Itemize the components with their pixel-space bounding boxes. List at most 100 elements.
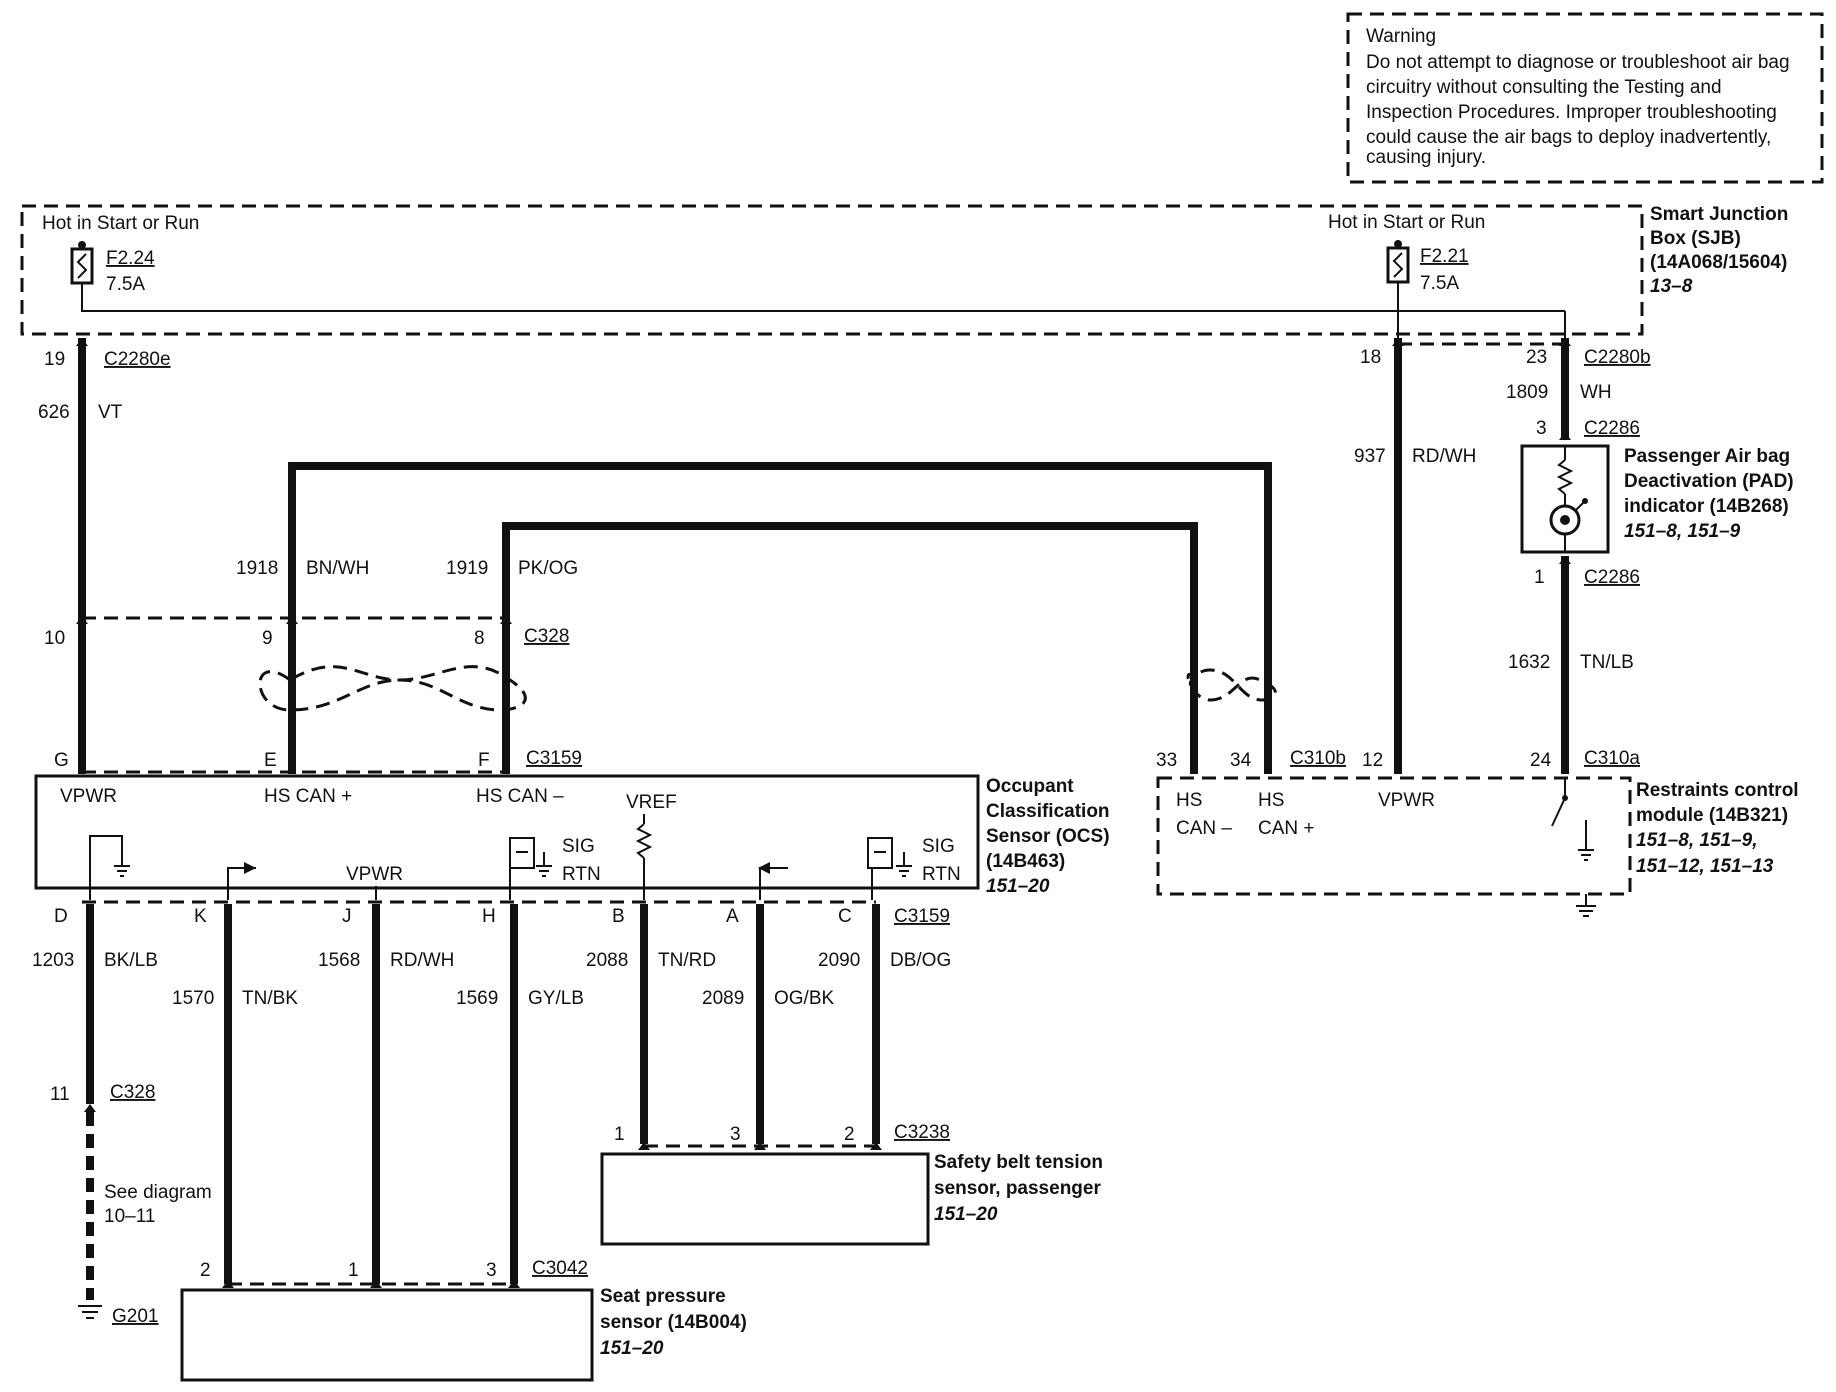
color-bklb: BK/LB	[104, 950, 158, 971]
color-gylb: GY/LB	[528, 988, 584, 1009]
fuse-left-rating: 7.5A	[106, 274, 145, 295]
pin-11: 11	[50, 1084, 70, 1105]
warning-line-4: could cause the air bags to deploy inadv…	[1366, 127, 1771, 148]
circuit-1918: 1918	[236, 558, 278, 579]
pin-K: K	[194, 906, 207, 927]
see-diagram-1: See diagram	[104, 1182, 212, 1203]
seat-pressure-sensor-box	[180, 1288, 594, 1382]
see-diagram-2: 10–11	[104, 1206, 155, 1227]
pin-34: 34	[1230, 750, 1252, 771]
color-tnbk: TN/BK	[242, 988, 298, 1009]
circuit-1919: 1919	[446, 558, 488, 579]
ocs-hs-can-plus: HS CAN +	[264, 786, 352, 807]
ocs-module: VPWR HS CAN + HS CAN – VREF VPWR SIG RTN…	[34, 774, 980, 900]
color-rdwh-2: RD/WH	[390, 950, 454, 971]
wire-937: 18 937 RD/WH	[1354, 338, 1476, 774]
circuit-1203: 1203	[32, 950, 74, 971]
wire-2089: 2089 OG/BK	[702, 904, 835, 1144]
ground-icon	[114, 865, 130, 877]
wire-1918: 1918 BN/WH	[236, 462, 1272, 774]
circuit-1809: 1809	[1506, 382, 1548, 403]
color-vt: VT	[98, 402, 123, 423]
pin-seat-1: 1	[348, 1260, 359, 1281]
pin-18: 18	[1360, 347, 1381, 368]
circuit-1569: 1569	[456, 988, 498, 1009]
pin-24: 24	[1530, 750, 1552, 771]
seat-name-2: sensor (14B004)	[600, 1312, 747, 1333]
belt-ref: 151–20	[934, 1204, 998, 1225]
belt-name-2: sensor, passenger	[934, 1178, 1101, 1199]
fuse-left-id: F2.24	[106, 248, 155, 269]
fuse-icon	[70, 241, 94, 285]
connector-g201: G201	[112, 1306, 158, 1327]
connector-c3159-bottom: C3159	[894, 906, 950, 927]
color-dbog: DB/OG	[890, 950, 951, 971]
ocs-rtn-1: RTN	[562, 864, 601, 885]
rcm-name-2: module (14B321)	[1636, 805, 1788, 826]
circuit-2088: 2088	[586, 950, 628, 971]
belt-name-1: Safety belt tension	[934, 1152, 1103, 1173]
warning-line-2: circuitry without consulting the Testing…	[1366, 77, 1722, 98]
pin-19: 19	[44, 349, 65, 370]
pad-indicator: Passenger Air bag Deactivation (PAD) ind…	[1520, 444, 1794, 554]
pad-ref: 151–8, 151–9	[1624, 521, 1741, 542]
wire-1570: 1570 TN/BK	[172, 904, 298, 1284]
connector-c3238: C3238	[894, 1122, 950, 1143]
warning-title: Warning	[1366, 26, 1436, 47]
wire-2090: 2090 DB/OG	[818, 904, 951, 1144]
circuit-626: 626	[38, 402, 70, 423]
color-rdwh: RD/WH	[1412, 446, 1476, 467]
rcm-hs-1: HS	[1176, 790, 1202, 811]
ocs-sig-1: SIG	[562, 836, 595, 857]
connector-c328-top: C328	[524, 626, 569, 647]
twisted-pair-icon	[1186, 668, 1277, 702]
pin-seat-2: 2	[200, 1260, 211, 1281]
wire-1568: 1568 RD/WH	[318, 904, 454, 1284]
connector-c2286-top: C2286	[1584, 418, 1640, 439]
connector-c2280e: C2280e	[104, 349, 171, 370]
ocs-name-3: Sensor (OCS)	[986, 826, 1110, 847]
ocs-hs-can-minus: HS CAN –	[476, 786, 564, 807]
lamp-icon	[1549, 498, 1588, 536]
sjb-ref: 13–8	[1650, 276, 1693, 297]
pin-E: E	[264, 750, 277, 771]
pad-name-2: Deactivation (PAD)	[1624, 471, 1794, 492]
ground-icon	[536, 865, 552, 877]
connector-c2280b: C2280b	[1584, 347, 1651, 368]
warning-line-1: Do not attempt to diagnose or troublesho…	[1366, 52, 1790, 73]
sjb-name-1: Smart Junction	[1650, 204, 1788, 225]
pin-1-pad: 1	[1534, 567, 1545, 588]
wire-1203: 1203 BK/LB 11 C328 See diagram 10–11 G20…	[32, 904, 212, 1327]
ocs-name-1: Occupant	[986, 776, 1074, 797]
warning-line-3: Inspection Procedures. Improper troubles…	[1366, 102, 1777, 123]
circuit-2089: 2089	[702, 988, 744, 1009]
pin-33: 33	[1156, 750, 1177, 771]
warning-line-5: causing injury.	[1366, 147, 1486, 168]
wire-1569: 1569 GY/LB	[456, 904, 584, 1284]
sjb-name-2: Box (SJB)	[1650, 228, 1741, 249]
safety-belt-sensor-box	[600, 1152, 930, 1246]
sjb-name-3: (14A068/15604)	[1650, 252, 1787, 273]
pad-name-3: indicator (14B268)	[1624, 496, 1789, 517]
wire-2088: 2088 TN/RD	[586, 904, 716, 1144]
connector-c3159-top: C3159	[526, 748, 582, 769]
color-ogbk: OG/BK	[774, 988, 835, 1009]
pin-A: A	[726, 906, 739, 927]
ocs-ref: 151–20	[986, 876, 1050, 897]
pad-name-1: Passenger Air bag	[1624, 446, 1790, 467]
rcm-can-plus: CAN +	[1258, 818, 1315, 839]
pin-belt-1: 1	[614, 1124, 625, 1145]
pin-belt-2: 2	[844, 1124, 855, 1145]
connector-c328-bottom: C328	[110, 1082, 155, 1103]
pin-F: F	[478, 750, 490, 771]
color-bnwh: BN/WH	[306, 558, 369, 579]
ocs-vpwr: VPWR	[60, 786, 117, 807]
connector-c310b: C310b	[1290, 748, 1346, 769]
rcm-can-minus: CAN –	[1176, 818, 1232, 839]
rcm-ref-2: 151–12, 151–13	[1636, 856, 1774, 877]
circuit-937: 937	[1354, 446, 1386, 467]
pin-9: 9	[262, 628, 273, 649]
ground-icon	[1576, 894, 1596, 917]
circuit-1632: 1632	[1508, 652, 1550, 673]
circuit-1568: 1568	[318, 950, 360, 971]
